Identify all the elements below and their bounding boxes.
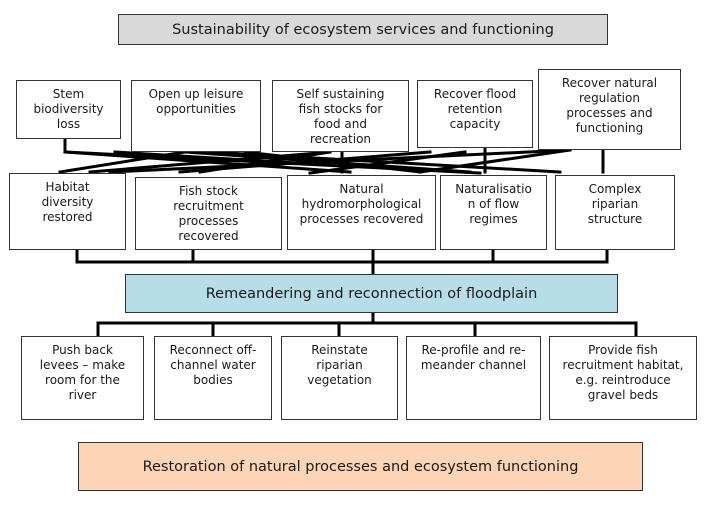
action-box-fish-habitat: Provide fish recruitment habitat, e.g. r… (549, 336, 697, 420)
goal-box-leisure: Open up leisure opportunities (131, 80, 261, 152)
action-box-reconnect-water-bodies: Reconnect off- channel water bodies (154, 336, 272, 420)
goal-box-flood-retention: Recover flood retention capacity (417, 80, 533, 148)
footer-banner: Restoration of natural processes and eco… (78, 442, 643, 491)
link-line (208, 150, 562, 174)
header-banner: Sustainability of ecosystem services and… (118, 14, 608, 45)
action-box-riparian-vegetation: Reinstate riparian vegetation (281, 336, 398, 420)
goal-box-natural-regulation: Recover natural regulation processes and… (538, 69, 681, 150)
action-box-push-back-levees: Push back levees – make room for the riv… (21, 336, 144, 420)
outcome-box-fish-recruitment: Fish stock recruitment processes recover… (135, 177, 282, 250)
outcome-box-riparian-structure: Complex riparian structure (555, 175, 675, 250)
outcome-box-habitat-diversity: Habitat diversity restored (9, 173, 126, 250)
center-banner: Remeandering and reconnection of floodpl… (125, 274, 618, 313)
link-line (58, 150, 187, 174)
action-box-remeander-channel: Re-profile and re- meander channel (406, 336, 541, 420)
goal-box-fish-stocks: Self sustaining fish stocks for food and… (272, 80, 409, 152)
outcome-box-flow-regimes: Naturalisatio n of flow regimes (440, 175, 547, 250)
link-line (108, 148, 572, 174)
outcome-box-hydromorphology: Natural hydromorphological processes rec… (287, 175, 436, 250)
goal-box-biodiversity: Stem biodiversity loss (16, 80, 121, 139)
link-line (418, 148, 572, 174)
